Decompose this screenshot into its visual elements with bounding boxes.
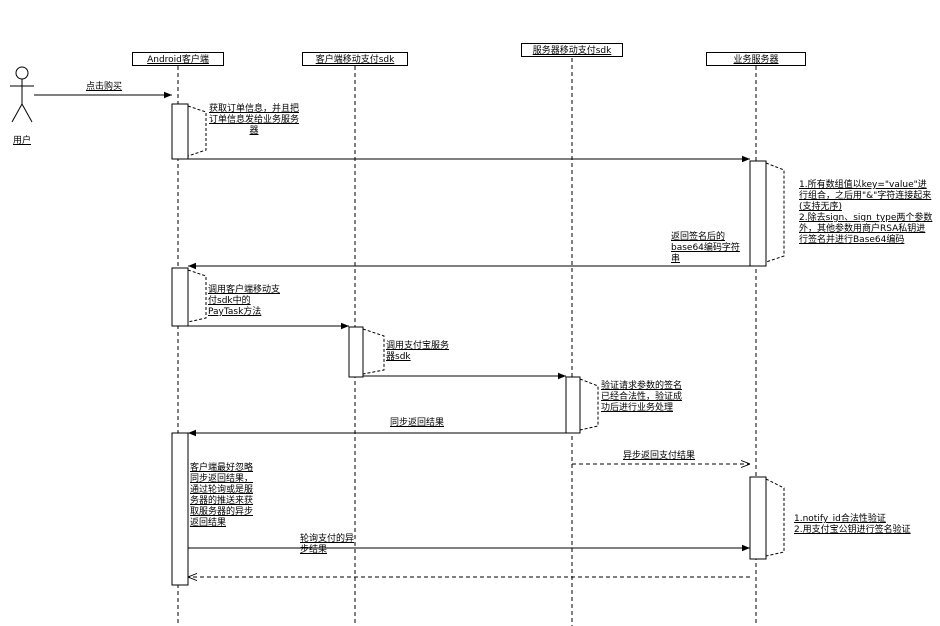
label-server-verify: 1.notify_id合法性验证 2.用支付宝公钥进行签名验证 <box>794 514 911 535</box>
activation-biz-1 <box>749 160 767 267</box>
label-async-return: 异步返回支付结果 <box>623 451 696 461</box>
lifeline-head-server-sdk: 服务器移动支付sdk <box>521 43 623 57</box>
label-client-note: 客户端最好忽略同步返回结果，通过轮询或是服务器的推送来获取服务器的异步返回结果 <box>190 463 254 528</box>
label-call-alipay: 调用支付宝服务器sdk <box>386 341 450 362</box>
actor-figure <box>10 66 34 123</box>
activation-server-sdk <box>565 376 581 434</box>
activation-biz-2 <box>749 476 767 560</box>
label-call-paytask: 调用客户端移动支付sdk中的PayTask方法 <box>208 285 281 317</box>
lifeline-head-biz-server: 业务服务器 <box>706 52 806 66</box>
label-verify: 验证请求参数的签名已经合法性，验证成功后进行业务处理 <box>601 381 683 413</box>
lifeline-head-android: Android客户端 <box>132 52 224 66</box>
activation-android-3 <box>171 432 189 586</box>
label-get-order: 获取订单信息，并且把订单信息发给业务服务器 <box>208 104 299 136</box>
self-call-connectors <box>187 105 785 557</box>
label-sync-return: 同步返回结果 <box>390 418 445 428</box>
activation-android-1 <box>171 103 189 160</box>
label-poll: 轮询支付的异步结果 <box>300 534 355 555</box>
label-sign-rules: 1.所有数组值以key="value"进行组合，之后用"&"字符连接起来(支持无… <box>799 180 933 245</box>
actor-label: 用户 <box>13 136 32 146</box>
label-return-signed: 返回签名后的base64编码字符串 <box>671 232 740 264</box>
label-buy: 点击购买 <box>86 82 123 92</box>
activation-client-sdk <box>348 326 364 378</box>
activation-android-2 <box>171 267 189 327</box>
lifeline-head-client-sdk: 客户端移动支付sdk <box>302 52 408 66</box>
